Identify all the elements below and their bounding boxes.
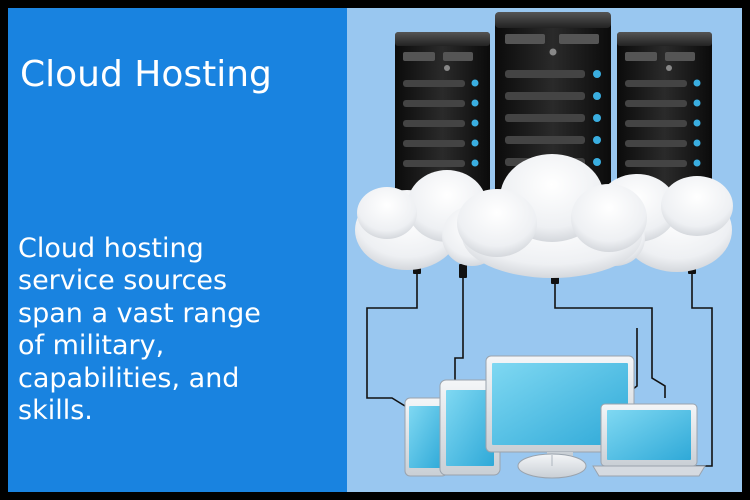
description-line-4: of military, (18, 330, 165, 362)
page-title: Cloud Hosting (20, 54, 272, 95)
description-line-6: skills. (18, 394, 93, 426)
text-panel: Cloud Hosting Cloud hosting service sour… (8, 8, 347, 492)
illustration-panel (347, 8, 742, 492)
description-text: Cloud hosting service sources span a vas… (18, 233, 344, 427)
server-rack-icon (395, 12, 712, 202)
cloud-icon (355, 154, 733, 278)
description-line-5: capabilities, and (18, 362, 240, 394)
description-line-1: Cloud hosting (18, 233, 204, 264)
monitor-icon (485, 355, 635, 462)
laptop-icon (592, 403, 706, 477)
description-line-2: service sources (18, 265, 228, 297)
tablet-icon (404, 397, 448, 477)
mouse-icon (517, 453, 587, 479)
phone-icon (439, 379, 501, 476)
cloud-hosting-illustration (355, 12, 733, 479)
description-line-3: span a vast range (18, 297, 261, 329)
